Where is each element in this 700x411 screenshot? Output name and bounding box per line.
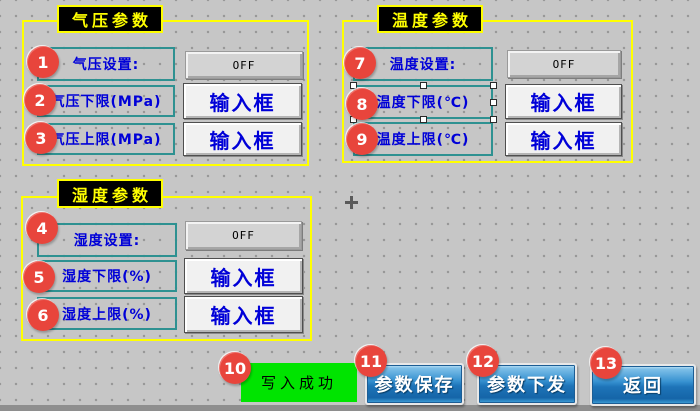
humidity-group-title: 湿度参数	[57, 179, 163, 208]
temperature-lower-input-button[interactable]: 输入框	[505, 84, 622, 119]
pressure-toggle-off-button[interactable]: OFF	[185, 51, 303, 79]
pressure-group-title: 气压参数	[57, 5, 163, 33]
som-badge-13: 13	[590, 347, 622, 379]
humidity-toggle-off-button[interactable]: OFF	[185, 221, 302, 250]
som-badge-3: 3	[25, 122, 57, 154]
selection-handle-n[interactable]	[420, 82, 427, 89]
write-status-box[interactable]: 写入成功	[241, 363, 357, 402]
temperature-upper-input-button[interactable]: 输入框	[505, 122, 622, 156]
selection-handle-s[interactable]	[420, 116, 427, 123]
humidity-lower-limit-label[interactable]: 湿度下限(%)	[37, 260, 177, 292]
pressure-upper-input-button[interactable]: 输入框	[183, 122, 302, 156]
humidity-upper-input-button[interactable]: 输入框	[184, 296, 303, 333]
som-badge-6: 6	[27, 299, 59, 331]
som-badge-4: 4	[26, 212, 58, 244]
som-badge-2: 2	[24, 84, 56, 116]
humidity-group-border	[21, 196, 312, 341]
som-badge-1: 1	[27, 46, 59, 78]
pressure-lower-input-button[interactable]: 输入框	[183, 83, 302, 119]
temperature-group-title: 温度参数	[377, 5, 483, 33]
som-badge-12: 12	[467, 345, 499, 377]
som-badge-10: 10	[219, 352, 251, 384]
selection-handle-ne[interactable]	[490, 82, 497, 89]
selection-handle-se[interactable]	[490, 116, 497, 123]
humidity-lower-input-button[interactable]: 输入框	[184, 258, 303, 294]
pressure-upper-limit-label[interactable]: 气压上限(MPa)	[37, 123, 175, 155]
som-badge-8: 8	[346, 88, 378, 120]
selection-handle-e[interactable]	[490, 99, 497, 106]
selection-handle-nw[interactable]	[350, 82, 357, 89]
temperature-toggle-off-button[interactable]: OFF	[507, 50, 621, 78]
pressure-group-border	[22, 20, 309, 166]
som-badge-7: 7	[344, 47, 376, 79]
pressure-lower-limit-label[interactable]: 气压下限(MPa)	[37, 85, 175, 117]
som-badge-11: 11	[355, 345, 387, 377]
temperature-group-border	[342, 20, 633, 163]
som-badge-5: 5	[23, 261, 55, 293]
humidity-setting-label[interactable]: 湿度设置:	[37, 223, 177, 257]
grid-cross-marker	[345, 196, 358, 209]
back-button[interactable]: 返回	[590, 364, 696, 406]
som-badge-9: 9	[346, 123, 378, 155]
canvas-bottom-edge	[0, 405, 700, 411]
